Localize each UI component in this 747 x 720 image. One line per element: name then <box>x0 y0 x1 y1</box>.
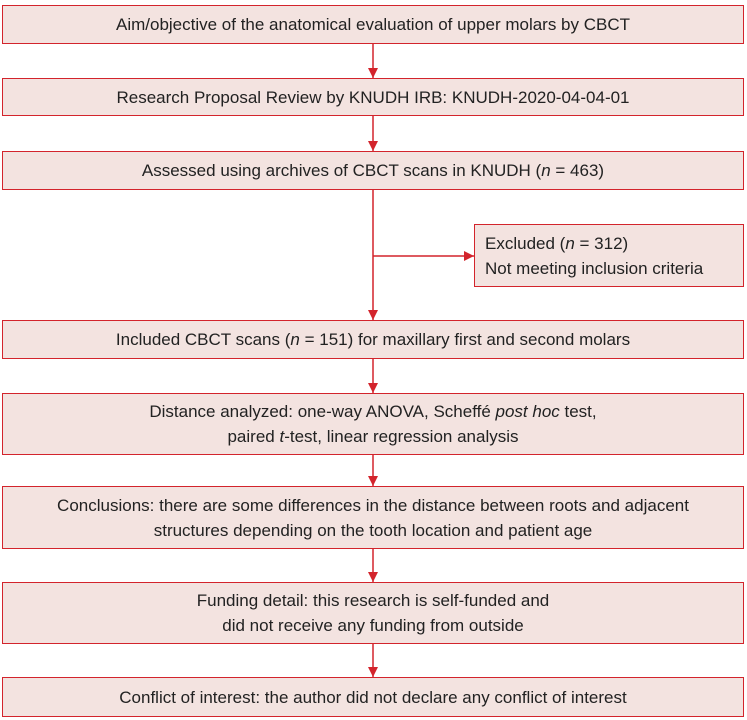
funding-text-line: did not receive any funding from outside <box>222 613 523 638</box>
proposal-box: Research Proposal Review by KNUDH IRB: K… <box>2 78 744 116</box>
excluded-text-line: Excluded (n = 312) <box>485 231 628 256</box>
text-segment: structures depending on the tooth locati… <box>153 520 593 540</box>
text-segment: Included CBCT scans ( <box>115 330 291 349</box>
funding-text-line: Funding detail: this research is self-fu… <box>197 588 549 613</box>
analysis-text-line: paired t-test, linear regression analysi… <box>227 424 518 449</box>
text-segment: -test, linear regression analysis <box>284 427 519 446</box>
text-segment: = 312) <box>574 233 629 253</box>
text-segment: did not receive any funding from outside <box>222 616 524 635</box>
text-segment: Not meeting inclusion criteria <box>485 258 704 278</box>
included-text-line: Included CBCT scans (n = 151) for maxill… <box>116 327 630 352</box>
italic-text: t <box>279 427 285 446</box>
text-segment: test, <box>559 402 597 421</box>
conclusions-box: Conclusions: there are some differences … <box>2 486 744 549</box>
italic-text: post hoc <box>495 402 560 421</box>
conflict-box: Conflict of interest: the author did not… <box>2 677 744 717</box>
included-box: Included CBCT scans (n = 151) for maxill… <box>2 320 744 359</box>
funding-box: Funding detail: this research is self-fu… <box>2 582 744 644</box>
italic-text: n <box>541 161 551 180</box>
assessed-text-line: Assessed using archives of CBCT scans in… <box>142 158 604 183</box>
aim-text-line: Aim/objective of the anatomical evaluati… <box>116 12 630 37</box>
analysis-text-line: Distance analyzed: one-way ANOVA, Scheff… <box>149 399 596 424</box>
excluded-text-line: Not meeting inclusion criteria <box>485 256 703 281</box>
excluded-box: Excluded (n = 312)Not meeting inclusion … <box>474 224 744 287</box>
text-segment: Funding detail: this research is self-fu… <box>196 591 550 610</box>
text-segment: = 463) <box>550 161 605 180</box>
text-segment: Distance analyzed: one-way ANOVA, Scheff… <box>149 402 496 421</box>
text-segment: = 151) for maxillary first and second mo… <box>299 330 631 349</box>
italic-text: n <box>565 233 575 253</box>
text-segment: Aim/objective of the anatomical evaluati… <box>115 15 631 34</box>
text-segment: Conclusions: there are some differences … <box>57 495 689 515</box>
aim-box: Aim/objective of the anatomical evaluati… <box>2 5 744 44</box>
italic-text: n <box>290 330 300 349</box>
text-segment: paired <box>227 427 280 446</box>
analysis-box: Distance analyzed: one-way ANOVA, Scheff… <box>2 393 744 455</box>
text-segment: Research Proposal Review by KNUDH IRB: K… <box>116 87 630 107</box>
conflict-text-line: Conflict of interest: the author did not… <box>119 685 626 710</box>
text-segment: Excluded ( <box>485 233 566 253</box>
conclusions-text-line: structures depending on the tooth locati… <box>154 518 593 543</box>
text-segment: Conflict of interest: the author did not… <box>119 687 627 707</box>
text-segment: Assessed using archives of CBCT scans in… <box>141 161 542 180</box>
conclusions-text-line: Conclusions: there are some differences … <box>57 493 689 518</box>
assessed-box: Assessed using archives of CBCT scans in… <box>2 151 744 190</box>
proposal-text-line: Research Proposal Review by KNUDH IRB: K… <box>116 85 629 110</box>
